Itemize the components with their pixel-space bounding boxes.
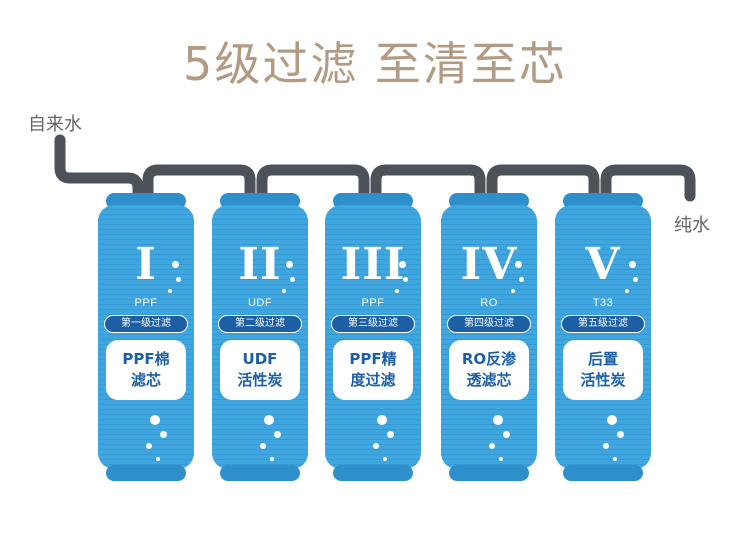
filter-name-line1: RO反渗: [461, 350, 517, 368]
bubble-dot: [499, 457, 503, 461]
filter-name-line1: PPF精: [349, 350, 397, 368]
bubble-dot: [373, 443, 379, 449]
filter-code: PPF: [134, 297, 158, 309]
filter-code: UDF: [247, 297, 273, 309]
pipe-4-5: [486, 164, 600, 204]
filter-body: I PPF 第一级过滤 PPF棉 滤芯: [98, 205, 194, 469]
bubble-dot: [168, 289, 172, 293]
stage-badge: 第四级过滤: [447, 315, 531, 333]
filter-name-line2: 滤芯: [130, 371, 161, 389]
bubble-dot: [274, 431, 281, 438]
bubble-dot: [160, 431, 167, 438]
filter-cartridge: V T33 第五级过滤 后置 活性炭: [555, 193, 651, 481]
bubble-dot: [633, 277, 638, 282]
bubble-dot: [629, 261, 636, 268]
filter-name-card: UDF 活性炭: [220, 340, 300, 400]
filter-name-line2: 度过滤: [350, 371, 396, 389]
bubble-dot: [613, 457, 617, 461]
bubble-dot: [503, 431, 510, 438]
page-title: 5级过滤 至清至芯: [183, 37, 567, 91]
filter-code: RO: [480, 297, 498, 309]
filter-cap-bottom: [220, 465, 300, 481]
filter-code: T33: [592, 297, 614, 309]
filter-body: V T33 第五级过滤 后置 活性炭: [555, 205, 651, 469]
filter-numeral: II: [238, 239, 282, 290]
filter-name-card: RO反渗 透滤芯: [449, 340, 529, 400]
bubble-dot: [377, 415, 387, 425]
pipe-2-3: [256, 164, 370, 204]
filter-cartridge: IV RO 第四级过滤 RO反渗 透滤芯: [441, 193, 537, 481]
filter-name-line2: 活性炭: [237, 371, 283, 389]
bubble-dot: [511, 289, 515, 293]
bubble-dot: [146, 443, 152, 449]
pipe-1-2: [142, 164, 256, 204]
filter-name-line2: 活性炭: [580, 371, 626, 389]
stage-badge: 第一级过滤: [104, 315, 188, 333]
bubble-dot: [264, 415, 274, 425]
bubble-dot: [150, 415, 160, 425]
filter-numeral: V: [585, 239, 621, 290]
filter-name-card: 后置 活性炭: [563, 340, 643, 400]
bubble-dot: [172, 261, 179, 268]
bubble-dot: [603, 443, 609, 449]
filter-cap-bottom: [563, 465, 643, 481]
bubble-dot: [176, 277, 181, 282]
filter-body: III PPF 第三级过滤 PPF精 度过滤: [325, 205, 421, 469]
bubble-dot: [493, 415, 503, 425]
pipe-3-4: [370, 164, 486, 204]
filter-cartridge: I PPF 第一级过滤 PPF棉 滤芯: [98, 193, 194, 481]
stage-badge: 第五级过滤: [561, 315, 645, 333]
filter-cap-bottom: [333, 465, 413, 481]
outlet-pipe: [600, 164, 696, 204]
filter-numeral: IV: [460, 239, 518, 290]
filter-numeral: III: [340, 239, 406, 290]
bubble-dot: [617, 431, 624, 438]
stage-badge: 第三级过滤: [331, 315, 415, 333]
inlet-pipe: [54, 134, 144, 204]
bubble-dot: [270, 457, 274, 461]
inlet-label: 自来水: [28, 114, 82, 135]
bubble-dot: [387, 431, 394, 438]
filter-body: II UDF 第二级过滤 UDF 活性炭: [212, 205, 308, 469]
bubble-dot: [282, 289, 286, 293]
stage-badge: 第二级过滤: [218, 315, 302, 333]
filter-cartridge: III PPF 第三级过滤 PPF精 度过滤: [325, 193, 421, 481]
bubble-dot: [625, 289, 629, 293]
outlet-label: 纯水: [674, 215, 710, 236]
bubble-dot: [403, 277, 408, 282]
filter-numeral: I: [135, 239, 157, 290]
bubble-dot: [395, 289, 399, 293]
bubble-dot: [156, 457, 160, 461]
filter-name-line1: PPF棉: [122, 350, 170, 368]
filter-body: IV RO 第四级过滤 RO反渗 透滤芯: [441, 205, 537, 469]
filter-name-line2: 透滤芯: [466, 371, 512, 389]
bubble-dot: [489, 443, 495, 449]
bubble-dot: [286, 261, 293, 268]
bubble-dot: [515, 261, 522, 268]
filter-name-card: PPF精 度过滤: [333, 340, 413, 400]
filter-code: PPF: [361, 297, 385, 309]
bubble-dot: [607, 415, 617, 425]
filter-name-line1: 后置: [587, 350, 618, 368]
filter-cap-bottom: [106, 465, 186, 481]
filter-cartridge: II UDF 第二级过滤 UDF 活性炭: [212, 193, 308, 481]
bubble-dot: [260, 443, 266, 449]
filter-cap-bottom: [449, 465, 529, 481]
bubble-dot: [383, 457, 387, 461]
filter-name-card: PPF棉 滤芯: [106, 340, 186, 400]
bubble-dot: [519, 277, 524, 282]
bubble-dot: [290, 277, 295, 282]
filter-name-line1: UDF: [242, 350, 278, 368]
bubble-dot: [399, 261, 406, 268]
